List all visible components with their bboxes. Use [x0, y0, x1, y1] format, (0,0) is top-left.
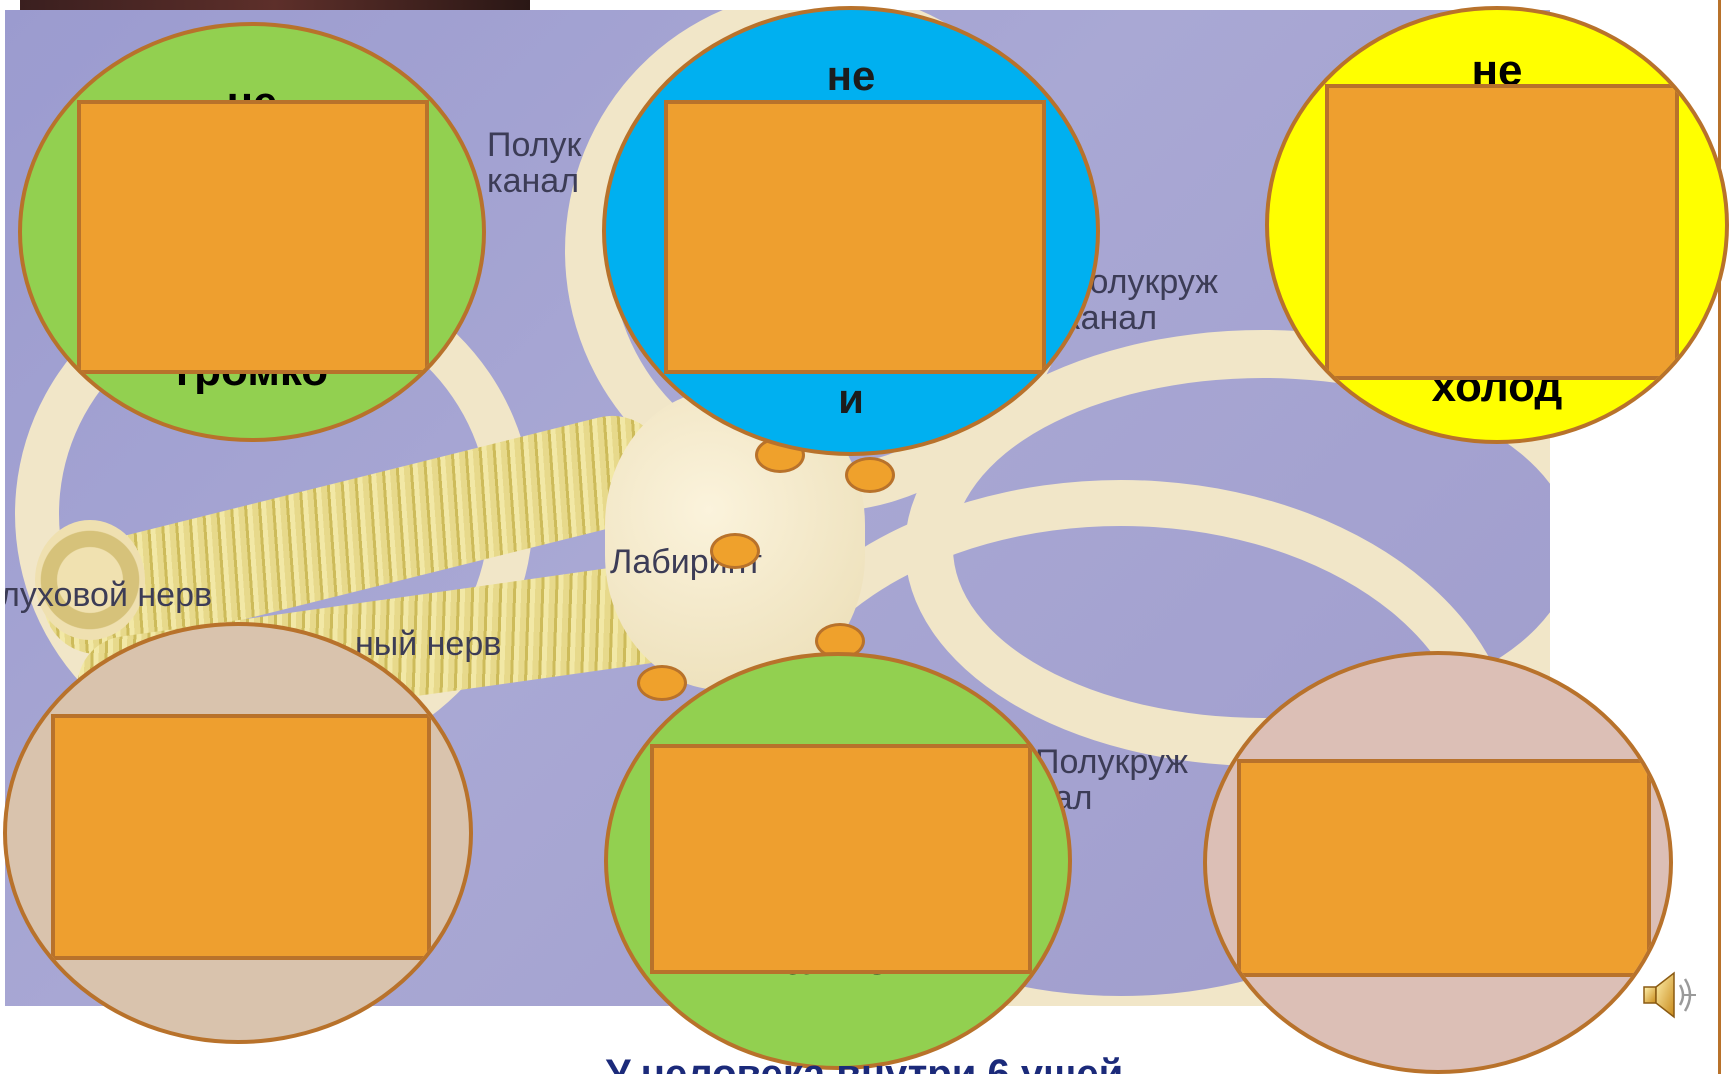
cover-card[interactable] — [1237, 759, 1651, 977]
top-photo-strip — [20, 0, 530, 10]
cover-card[interactable] — [664, 100, 1046, 374]
bubble-bottom-center: вапкой — [604, 652, 1072, 1070]
label-semicircular-top: Полук канал — [487, 126, 582, 200]
bubble-bottom-right — [1203, 651, 1673, 1074]
cover-card[interactable] — [1325, 84, 1679, 380]
speaker-icon[interactable] — [1640, 965, 1698, 1025]
hidden-word-bottom: и — [838, 375, 864, 422]
bubble-bottom-left — [3, 622, 473, 1044]
marker-dot[interactable] — [637, 665, 687, 701]
cover-card[interactable] — [650, 744, 1032, 974]
nerve-cross-section — [35, 520, 145, 640]
bubble-top-center: не и — [602, 6, 1100, 456]
marker-dot[interactable] — [845, 457, 895, 493]
bubble-top-right: не холод — [1265, 6, 1729, 444]
hidden-word-top: не — [826, 52, 876, 99]
label-vestibular-nerve: ный нерв — [355, 625, 502, 663]
cover-card[interactable] — [77, 100, 429, 374]
bubble-top-left: не громко — [18, 22, 486, 442]
slide-border — [1718, 0, 1721, 1074]
marker-dot[interactable] — [710, 533, 760, 569]
label-semicircular-bottom: Полукруж нал — [1035, 743, 1188, 817]
speaker-icon-graphic — [1643, 971, 1696, 1019]
slide-caption: У человека внутри 6 ушей — [605, 1052, 1124, 1074]
cover-card[interactable] — [51, 714, 431, 960]
label-auditory-nerve: луховой нерв — [5, 576, 213, 614]
